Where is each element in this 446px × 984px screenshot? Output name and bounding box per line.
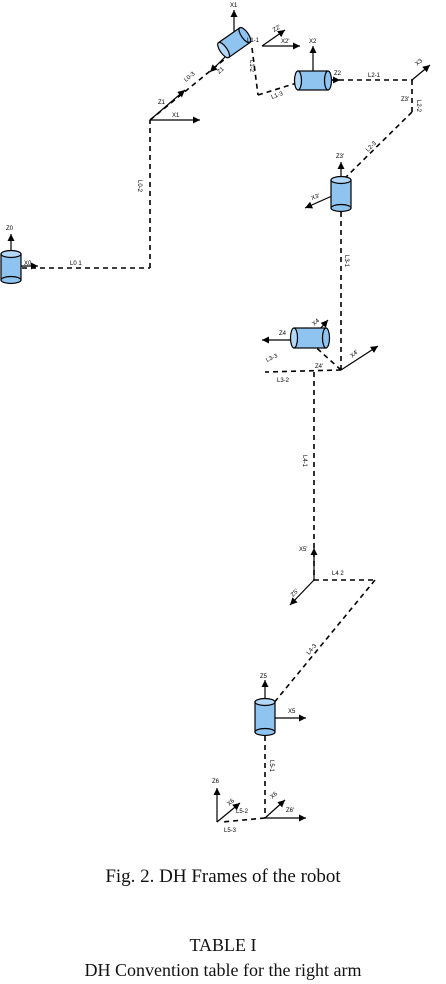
- table-title: TABLE I: [189, 935, 257, 955]
- coordinate-axes: [7, 10, 431, 823]
- table-subtitle: DH Convention table for the right arm: [84, 960, 362, 980]
- label-z5: Z5: [260, 674, 268, 680]
- label-z3p: Z3': [401, 97, 409, 103]
- frame-labels: Z0 X0 L0 1 L0-2 Z1 X1 L0-3 X1 Z1 L1-1 L1…: [6, 3, 424, 834]
- joint-1-cylinder: [217, 26, 252, 59]
- segment-l2-3: [339, 111, 413, 184]
- label-l2-1: L2-1: [368, 73, 381, 79]
- label-l1-3: L1-3: [271, 91, 285, 101]
- label-z1-2: Z1: [216, 66, 226, 76]
- axis-x3: [411, 64, 431, 81]
- label-l1-2: L1-2: [248, 60, 254, 73]
- label-l5-1: L5-1: [268, 760, 274, 773]
- segment-l4-3: [267, 579, 376, 711]
- label-x1-top: X1: [230, 3, 238, 9]
- axis-z5p: [289, 579, 315, 606]
- label-z6p: Z6': [286, 808, 294, 814]
- axis-x4p: [340, 345, 379, 371]
- label-l3-2: L3-2: [277, 378, 290, 384]
- label-z4: Z4: [279, 331, 287, 337]
- segment-l3-3: [309, 341, 342, 371]
- label-l4-1: L4-1: [301, 455, 307, 468]
- dh-frames-diagram: Z0 X0 L0 1 L0-2 Z1 X1 L0-3 X1 Z1 L1-1 L1…: [0, 3, 431, 834]
- label-x4p: X4': [349, 349, 359, 359]
- label-x5p: X5': [299, 547, 307, 553]
- label-x4: X4: [311, 318, 321, 328]
- label-z3pp: Z3': [336, 154, 344, 160]
- segment-l3-2: [264, 369, 342, 373]
- axis-x6b: [264, 799, 286, 819]
- joint-2-cylinder: [293, 70, 333, 91]
- label-x1: X1: [172, 113, 180, 119]
- axis-x6: [216, 802, 241, 823]
- label-x0: X0: [24, 261, 32, 267]
- label-z1: Z1: [158, 100, 166, 106]
- label-z4p: Z4': [315, 364, 323, 370]
- label-l3-3: L3-3: [265, 353, 279, 364]
- label-l2-2: L2-2: [415, 100, 421, 113]
- axis-z2p: [261, 29, 286, 47]
- label-l3-1: L3-1: [343, 255, 349, 268]
- label-l4-2: L4 2: [332, 571, 344, 577]
- label-l0-1: L0 1: [70, 261, 82, 267]
- label-l1-1: L1-1: [247, 38, 260, 44]
- label-l5-3: L5-3: [224, 828, 237, 834]
- segment-l5-2: [221, 817, 266, 823]
- label-x5: X5: [288, 709, 296, 715]
- figure-caption: Fig. 2. DH Frames of the robot: [105, 866, 341, 887]
- label-l0-3: L0-3: [183, 71, 197, 84]
- joint-cylinders: [0, 26, 352, 737]
- label-x3p: X3': [311, 193, 321, 202]
- label-z2: Z2: [334, 71, 342, 77]
- segment-l1-2: [251, 47, 259, 96]
- joint-3-cylinder: [330, 175, 352, 213]
- segment-l1-3: [257, 81, 301, 96]
- axis-z1: [149, 89, 186, 121]
- label-z5p: Z5': [290, 588, 300, 598]
- joint-5-cylinder: [254, 697, 276, 737]
- label-l0-2: L0-2: [136, 180, 142, 193]
- label-l5-2: L5-2: [236, 809, 249, 815]
- joint-0-cylinder: [0, 249, 22, 285]
- label-z2p: Z2': [272, 24, 282, 33]
- label-x3: X3: [414, 58, 424, 68]
- link-segments: [22, 47, 413, 823]
- label-x6: X6: [226, 798, 236, 808]
- label-x2p: X2': [281, 39, 289, 45]
- label-x2: X2: [309, 39, 317, 45]
- label-x6b: X6: [269, 791, 279, 801]
- joint-4-cylinder: [289, 327, 331, 349]
- label-z0: Z0: [6, 226, 14, 232]
- label-z6: Z6: [212, 779, 220, 785]
